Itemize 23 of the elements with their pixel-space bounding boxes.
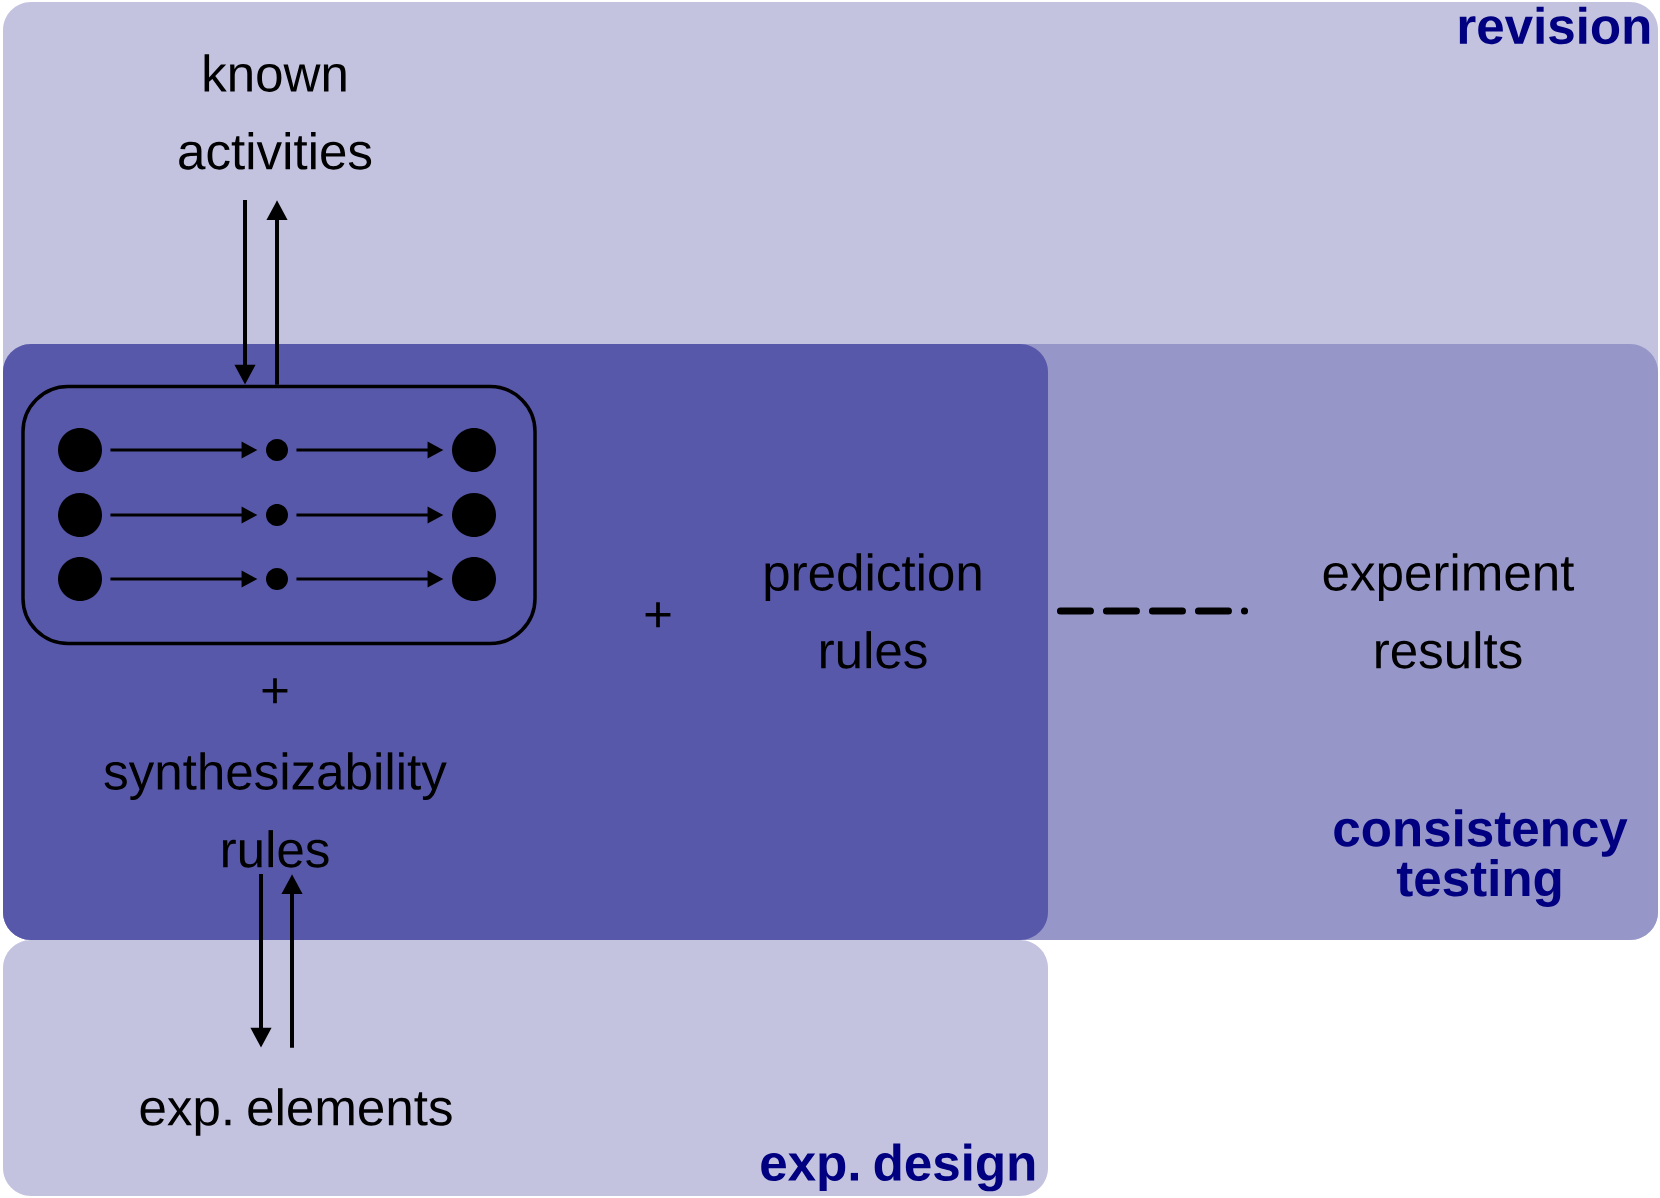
rounded-box xyxy=(21,384,537,646)
dashed-line xyxy=(1056,607,1249,615)
dot xyxy=(266,504,288,526)
plus-sign: + xyxy=(262,678,288,704)
dot xyxy=(58,428,102,472)
dot xyxy=(452,428,496,472)
region-heading: consistency testing xyxy=(1334,809,1628,907)
text-label: prediction rules xyxy=(765,553,981,669)
text-label: exp. elements xyxy=(140,1088,452,1136)
dot xyxy=(58,557,102,601)
region-band xyxy=(3,940,1048,1196)
text-label: known activities xyxy=(179,54,372,170)
plus-sign: + xyxy=(645,602,671,628)
dot xyxy=(266,568,288,590)
text-label: synthesizability rules xyxy=(104,752,447,868)
region-heading: exp. design xyxy=(761,1143,1035,1192)
dot xyxy=(266,439,288,461)
text-label: experiment results xyxy=(1323,553,1574,669)
region-band xyxy=(3,344,1658,940)
dot xyxy=(452,493,496,537)
region-heading: revision xyxy=(1459,6,1650,45)
dot xyxy=(452,557,496,601)
dot xyxy=(58,493,102,537)
